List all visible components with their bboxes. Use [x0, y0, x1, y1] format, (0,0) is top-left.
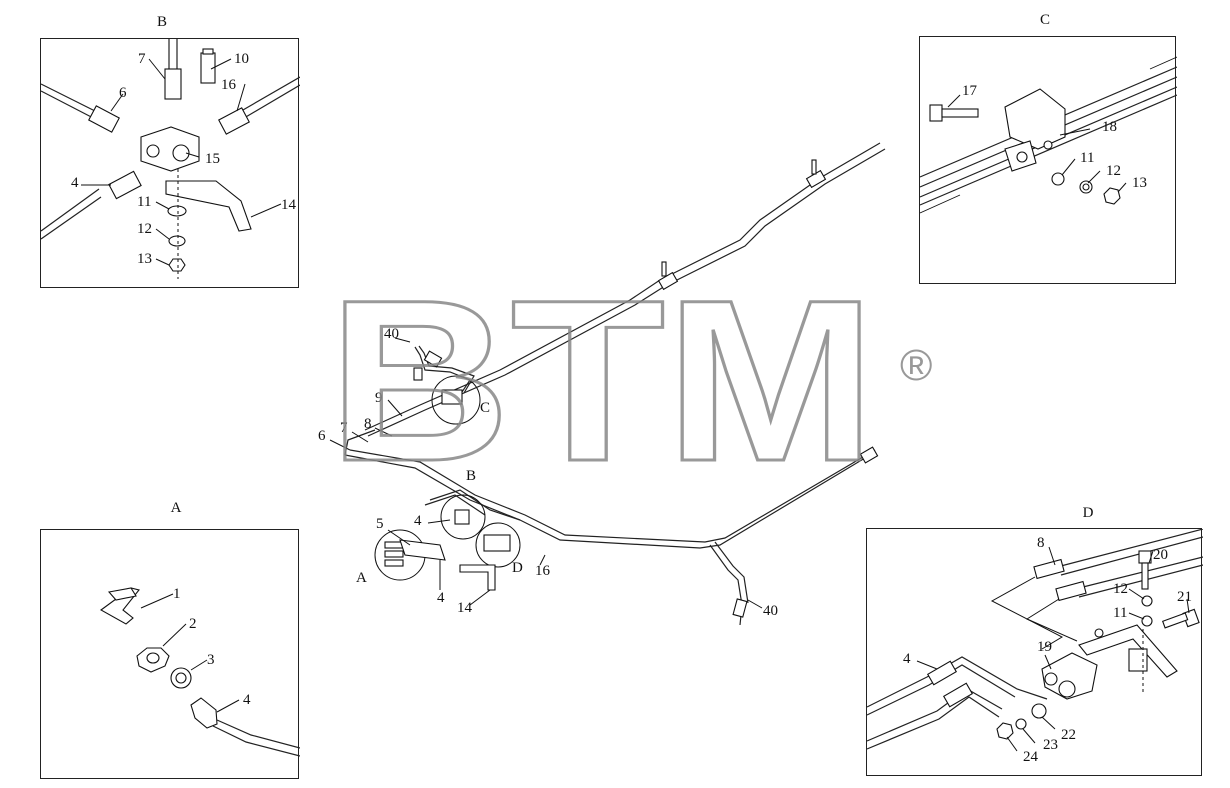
panel-c-drawing: 17 18 11 12 13 — [920, 56, 1177, 214]
panel-d-label-8: 8 — [1037, 535, 1045, 551]
label-5: 5 — [376, 516, 384, 532]
panel-c-label-17: 17 — [962, 83, 978, 99]
main-part-labels: 40 9 C 6 7 8 B 5 4 A D 16 4 14 40 — [318, 326, 778, 619]
panel-d-label-19: 19 — [1037, 639, 1052, 655]
panel-b-label-16: 16 — [221, 77, 237, 93]
panel-d-title: D — [1082, 505, 1094, 521]
main-leaders — [329, 337, 763, 609]
panel-c-label-18: 18 — [1102, 119, 1117, 135]
label-d-callout: D — [512, 560, 523, 576]
detail-panel-d: 8 20 12 11 21 4 19 22 23 24 — [866, 528, 1203, 776]
panel-c-label-12: 12 — [1106, 163, 1121, 179]
panel-a-drawing: 1 2 3 4 — [99, 586, 300, 757]
panel-b-label-14: 14 — [281, 197, 297, 213]
panel-d-drawing: 8 20 12 11 21 4 19 22 23 24 — [867, 529, 1203, 765]
panel-b-label-15: 15 — [205, 151, 220, 167]
panel-c-title: C — [1039, 12, 1051, 28]
panel-b-drawing: 7 10 6 16 15 4 11 14 12 13 — [41, 39, 300, 279]
label-4-lower: 4 — [437, 590, 445, 606]
panel-d-label-4: 4 — [903, 651, 911, 667]
label-4-upper: 4 — [414, 513, 422, 529]
pipe-clamps — [413, 159, 879, 618]
panel-d-label-22: 22 — [1061, 727, 1076, 743]
detail-panel-b: 7 10 6 16 15 4 11 14 12 13 — [40, 38, 300, 288]
label-a-callout: A — [356, 570, 367, 586]
panel-b-label-12: 12 — [137, 221, 152, 237]
label-16: 16 — [535, 563, 551, 579]
label-40-upper: 40 — [384, 326, 399, 342]
detail-callout-circles — [374, 375, 521, 591]
panel-d-label-12: 12 — [1113, 581, 1128, 597]
panel-d-label-11: 11 — [1113, 605, 1127, 621]
label-7: 7 — [340, 420, 348, 436]
panel-a-title: A — [170, 500, 182, 516]
panel-c-label-11: 11 — [1080, 150, 1094, 166]
panel-b-title: B — [156, 14, 168, 30]
label-9: 9 — [375, 390, 383, 406]
panel-b-label-4: 4 — [71, 175, 79, 191]
panel-d-label-23: 23 — [1043, 737, 1058, 753]
label-8: 8 — [364, 416, 372, 432]
panel-c-label-13: 13 — [1132, 175, 1147, 191]
label-b-callout: B — [466, 468, 476, 484]
panel-b-label-7: 7 — [138, 51, 146, 67]
panel-b-label-10: 10 — [234, 51, 249, 67]
label-c-callout: C — [480, 400, 490, 416]
panel-b-label-6: 6 — [119, 85, 127, 101]
panel-a-label-1: 1 — [173, 586, 181, 602]
panel-d-label-21: 21 — [1177, 589, 1192, 605]
label-40-lower: 40 — [763, 603, 778, 619]
panel-a-label-2: 2 — [189, 616, 197, 632]
label-14: 14 — [457, 600, 473, 616]
detail-panel-a: 1 2 3 4 — [40, 529, 300, 779]
panel-b-label-11: 11 — [137, 194, 151, 210]
detail-panel-c: 17 18 11 12 13 — [919, 36, 1177, 284]
panel-a-label-3: 3 — [207, 652, 215, 668]
panel-b-label-13: 13 — [137, 251, 152, 267]
panel-d-label-20: 20 — [1153, 547, 1168, 563]
panel-d-label-24: 24 — [1023, 749, 1039, 765]
label-6: 6 — [318, 428, 326, 444]
panel-a-label-4: 4 — [243, 692, 251, 708]
